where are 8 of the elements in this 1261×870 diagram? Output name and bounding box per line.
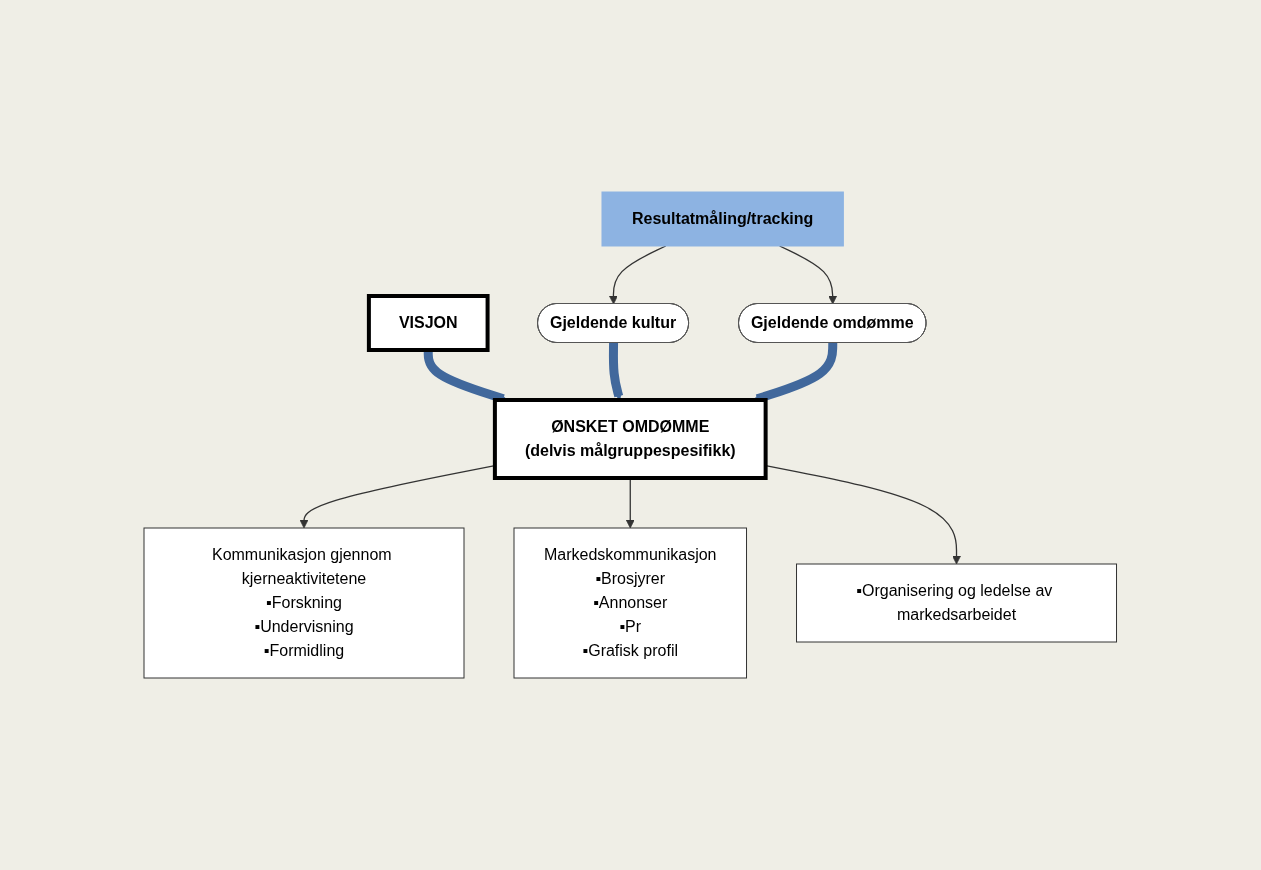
node-box: ØNSKET OMDØMME (delvis målgruppespesifikk) xyxy=(493,398,768,480)
node-box: Kommunikasjon gjennom kjerneaktivitetene ▪Forskning ▪Undervisning ▪Formidling xyxy=(143,527,465,679)
arrow xyxy=(609,342,624,401)
node-box: ▪Organisering og ledelse av markedsarbeidet xyxy=(796,563,1118,643)
node-box: Markedskommunikasjon ▪Brosjyrer ▪Annonser ▪Pr ▪Grafisk profil xyxy=(513,527,748,679)
node-box: VISJON xyxy=(367,294,490,352)
node-box: Resultatmåling/tracking xyxy=(601,191,845,247)
arrow xyxy=(779,245,838,305)
